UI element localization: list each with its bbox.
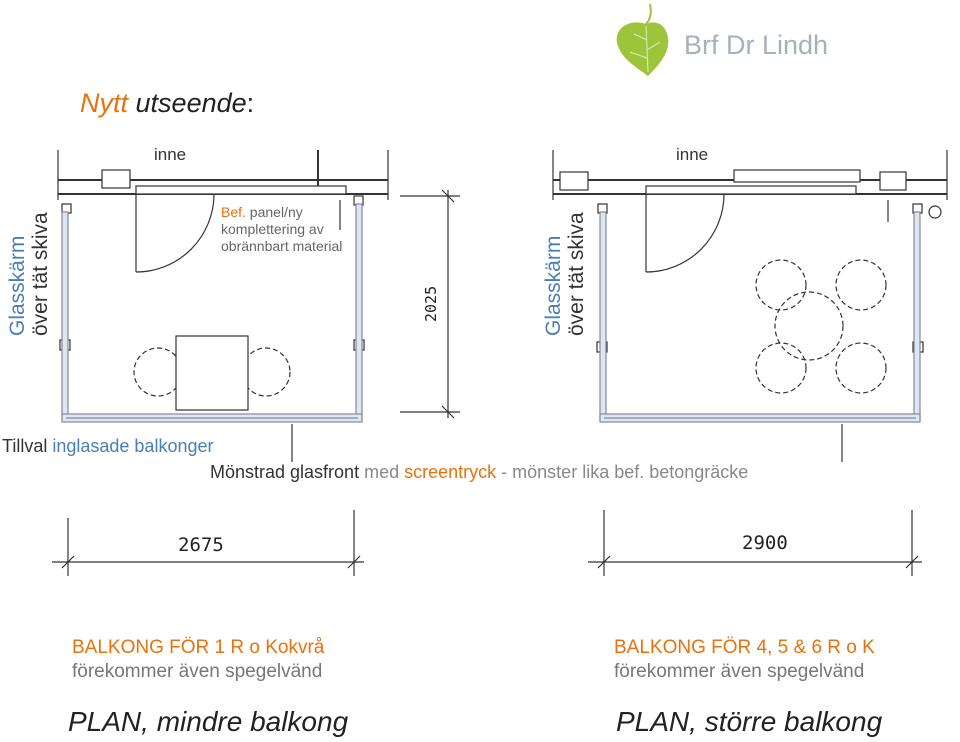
left-height-dim-text: 2025 bbox=[422, 285, 440, 322]
right-width-dim-text: 2900 bbox=[742, 532, 788, 554]
left-width-dimension bbox=[52, 510, 364, 576]
left-door-swing bbox=[135, 193, 215, 273]
left-side-label: Glasskärm över tät skiva bbox=[6, 212, 52, 336]
leaf-icon bbox=[616, 3, 669, 76]
glasfront-note: Mönstrad glasfront med screentryck - mön… bbox=[210, 462, 749, 482]
left-balcony-plan bbox=[52, 150, 460, 576]
right-plan-title: PLAN, större balkong bbox=[616, 706, 883, 737]
left-top-wall bbox=[57, 150, 389, 200]
left-plan-title: PLAN, mindre balkong bbox=[68, 706, 349, 737]
left-width-dim-text: 2675 bbox=[178, 534, 224, 556]
brand-name: Brf Dr Lindh bbox=[684, 30, 829, 60]
left-table bbox=[175, 335, 249, 411]
left-inne-label: inne bbox=[154, 145, 187, 164]
page-heading: Nytt utseende: bbox=[80, 88, 255, 118]
left-height-dimension bbox=[400, 189, 460, 419]
right-side-label: Glasskärm över tät skiva bbox=[542, 212, 588, 336]
right-inne-label: inne bbox=[676, 145, 709, 164]
tillval-note: Tillval inglasade balkonger bbox=[2, 436, 214, 456]
right-door-swing bbox=[645, 193, 725, 273]
panel-note: Bef. panel/ny komplettering av obrännbar… bbox=[221, 204, 343, 254]
right-width-dimension bbox=[588, 510, 922, 576]
right-top-wall bbox=[552, 150, 948, 200]
right-caption-title: BALKONG FÖR 4, 5 & 6 R o K bbox=[614, 637, 875, 658]
left-caption-sub: förekommer även spegelvänd bbox=[72, 661, 323, 682]
right-table-and-chairs bbox=[755, 259, 887, 394]
left-caption-title: BALKONG FÖR 1 R o Kokvrå bbox=[72, 637, 325, 658]
right-balcony-plan bbox=[552, 150, 948, 576]
right-caption-sub: förekommer även spegelvänd bbox=[614, 661, 865, 682]
